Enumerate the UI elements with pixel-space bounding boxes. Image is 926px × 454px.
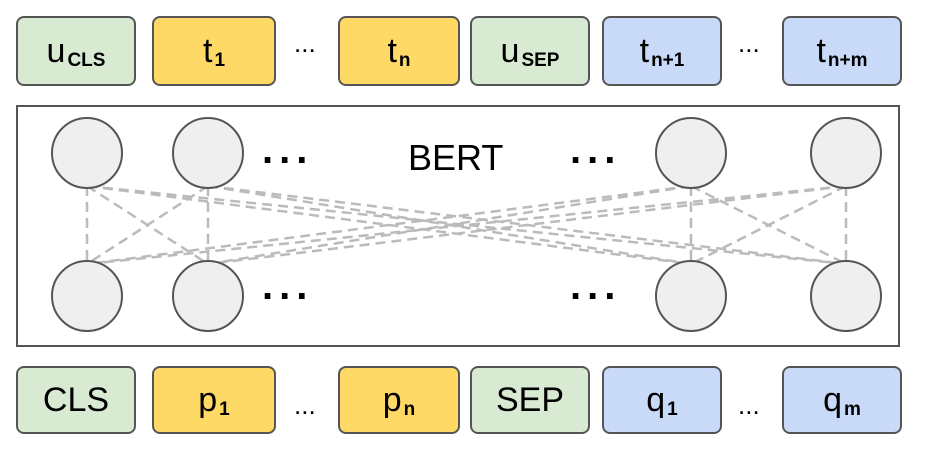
token-base: SEP [495,381,565,419]
bert-dots-top-left: ... [262,128,314,172]
input-ellipsis-2: ... [738,390,760,420]
token-base: t [639,32,650,70]
attention-edge [86,184,209,266]
input-layer-node [655,260,727,332]
input-ellipsis-1: ... [294,390,316,420]
input-layer-node [810,260,882,332]
output-ellipsis-2: ... [738,28,760,58]
token-sub: 1 [214,49,226,71]
token-sub: m [844,398,861,420]
output-layer-node [655,117,727,189]
attention-edge [86,184,692,266]
bert-dots-bottom-left: ... [262,264,314,308]
token-base: u [500,32,520,70]
token-base: t [816,32,826,70]
token-base: t [387,32,397,70]
output-layer-node [172,117,244,189]
token-sub: n+1 [651,49,685,71]
attention-edges [85,184,848,266]
input-token-sep: SEP [470,366,590,434]
token-base: p [382,381,402,419]
neuron-nodes [51,117,882,332]
attention-edge [207,184,692,266]
token-base: q [823,381,842,419]
token-sub: CLS [67,49,106,71]
attention-edge [207,184,847,266]
token-sub: n [398,49,411,71]
output-ellipsis-1: ... [294,28,316,58]
token-sub: 1 [667,398,678,420]
token-base: t [202,32,213,70]
token-sub: n [403,398,416,420]
token-base: u [46,32,66,70]
token-base: p [198,381,218,419]
input-token-cls: CLS [16,366,136,434]
attention-edge [690,184,847,266]
token-base: q [646,381,666,419]
bert-dots-top-right: ... [570,128,622,172]
token-base: CLS [42,381,110,419]
output-layer-node [51,117,123,189]
input-layer-node [51,260,123,332]
bert-dots-bottom-right: ... [570,264,622,308]
token-sub: 1 [219,398,230,420]
input-layer-node [172,260,244,332]
bert-label: BERT [408,137,504,178]
output-layer-node [810,117,882,189]
token-sub: n+m [827,49,868,71]
token-sub: SEP [521,49,560,71]
